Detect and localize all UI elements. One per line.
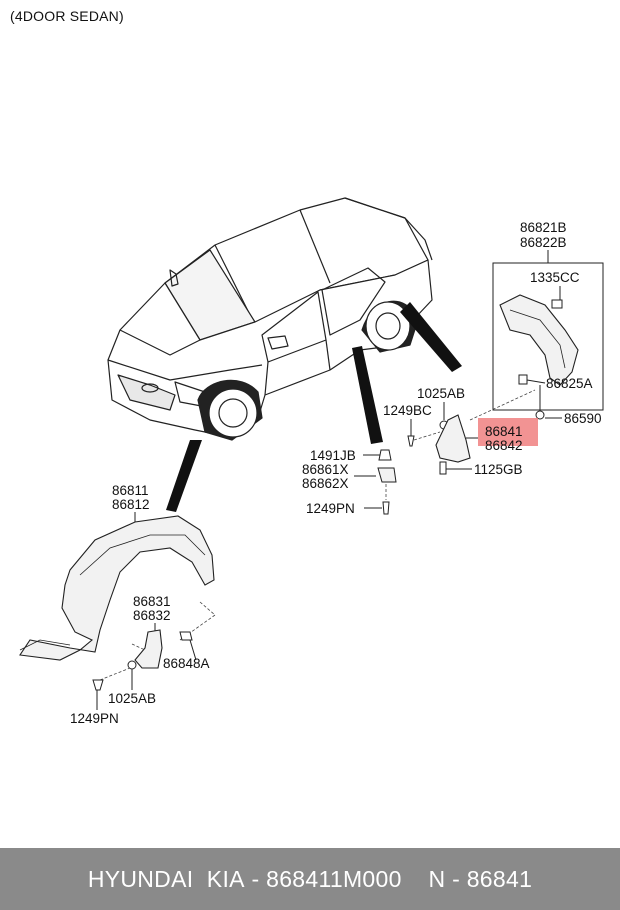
label-1249BC: 1249BC [383, 403, 432, 418]
label-86821B: 86821B [520, 220, 567, 235]
label-86842: 86842 [485, 438, 523, 453]
rear-wheel-guard-group: 86821B 86822B 1335CC 86825A 86590 [492, 220, 604, 426]
label-1491JB: 1491JB [310, 448, 356, 463]
rear-mud-guard-group: 1025AB 1249BC 86841 86842 1125GB [383, 386, 538, 477]
rear-wheel-guard-shape [499, 294, 579, 386]
bracket-group: 1491JB 86861X 86862X 1249PN [302, 448, 397, 516]
front-mud-guard-shape [134, 629, 163, 669]
label-86590: 86590 [564, 411, 602, 426]
label-86831: 86831 [133, 594, 171, 609]
label-86862X: 86862X [302, 476, 349, 491]
footer-brand: HYUNDAI KIA [87, 865, 245, 892]
label-86832: 86832 [133, 608, 171, 623]
front-mud-guard-group: 86831 86832 86848A 1025AB 1249PN [70, 594, 210, 726]
label-1249PN-front: 1249PN [70, 711, 119, 726]
body-type-label: (4DOOR SEDAN) [10, 8, 124, 24]
footer-n-number: 86841 [466, 865, 533, 892]
label-1249PN-rear: 1249PN [306, 501, 355, 516]
callout-wedges [166, 302, 462, 512]
rear-mud-guard-shape [435, 414, 471, 463]
highlight-86841 [478, 418, 538, 446]
car-illustration [107, 197, 433, 441]
footer-n-prefix: N - [428, 865, 467, 892]
label-86861X: 86861X [302, 462, 349, 477]
parts-diagram: 86821B 86822B 1335CC 86825A 86590 1025AB… [19, 197, 604, 726]
label-86812: 86812 [112, 497, 150, 512]
footer-separator: - [244, 865, 267, 892]
label-86848A: 86848A [163, 656, 210, 671]
part-number-footer: HYUNDAI KIA - 868411M000 N - 86841 [0, 848, 620, 910]
label-1125GB: 1125GB [474, 462, 523, 477]
label-1025AB-rear: 1025AB [417, 386, 465, 401]
label-86841: 86841 [485, 424, 523, 439]
label-86822B: 86822B [520, 235, 567, 250]
label-1025AB-front: 1025AB [108, 691, 156, 706]
front-wheel-guard-group: 86811 86812 [19, 483, 216, 661]
label-86811: 86811 [112, 483, 149, 498]
footer-gap [402, 866, 429, 893]
label-1335CC: 1335CC [530, 270, 580, 285]
footer-part-number: 868411M000 [266, 865, 402, 892]
front-wheel-guard-shape [19, 515, 215, 661]
label-86825A: 86825A [546, 376, 593, 391]
